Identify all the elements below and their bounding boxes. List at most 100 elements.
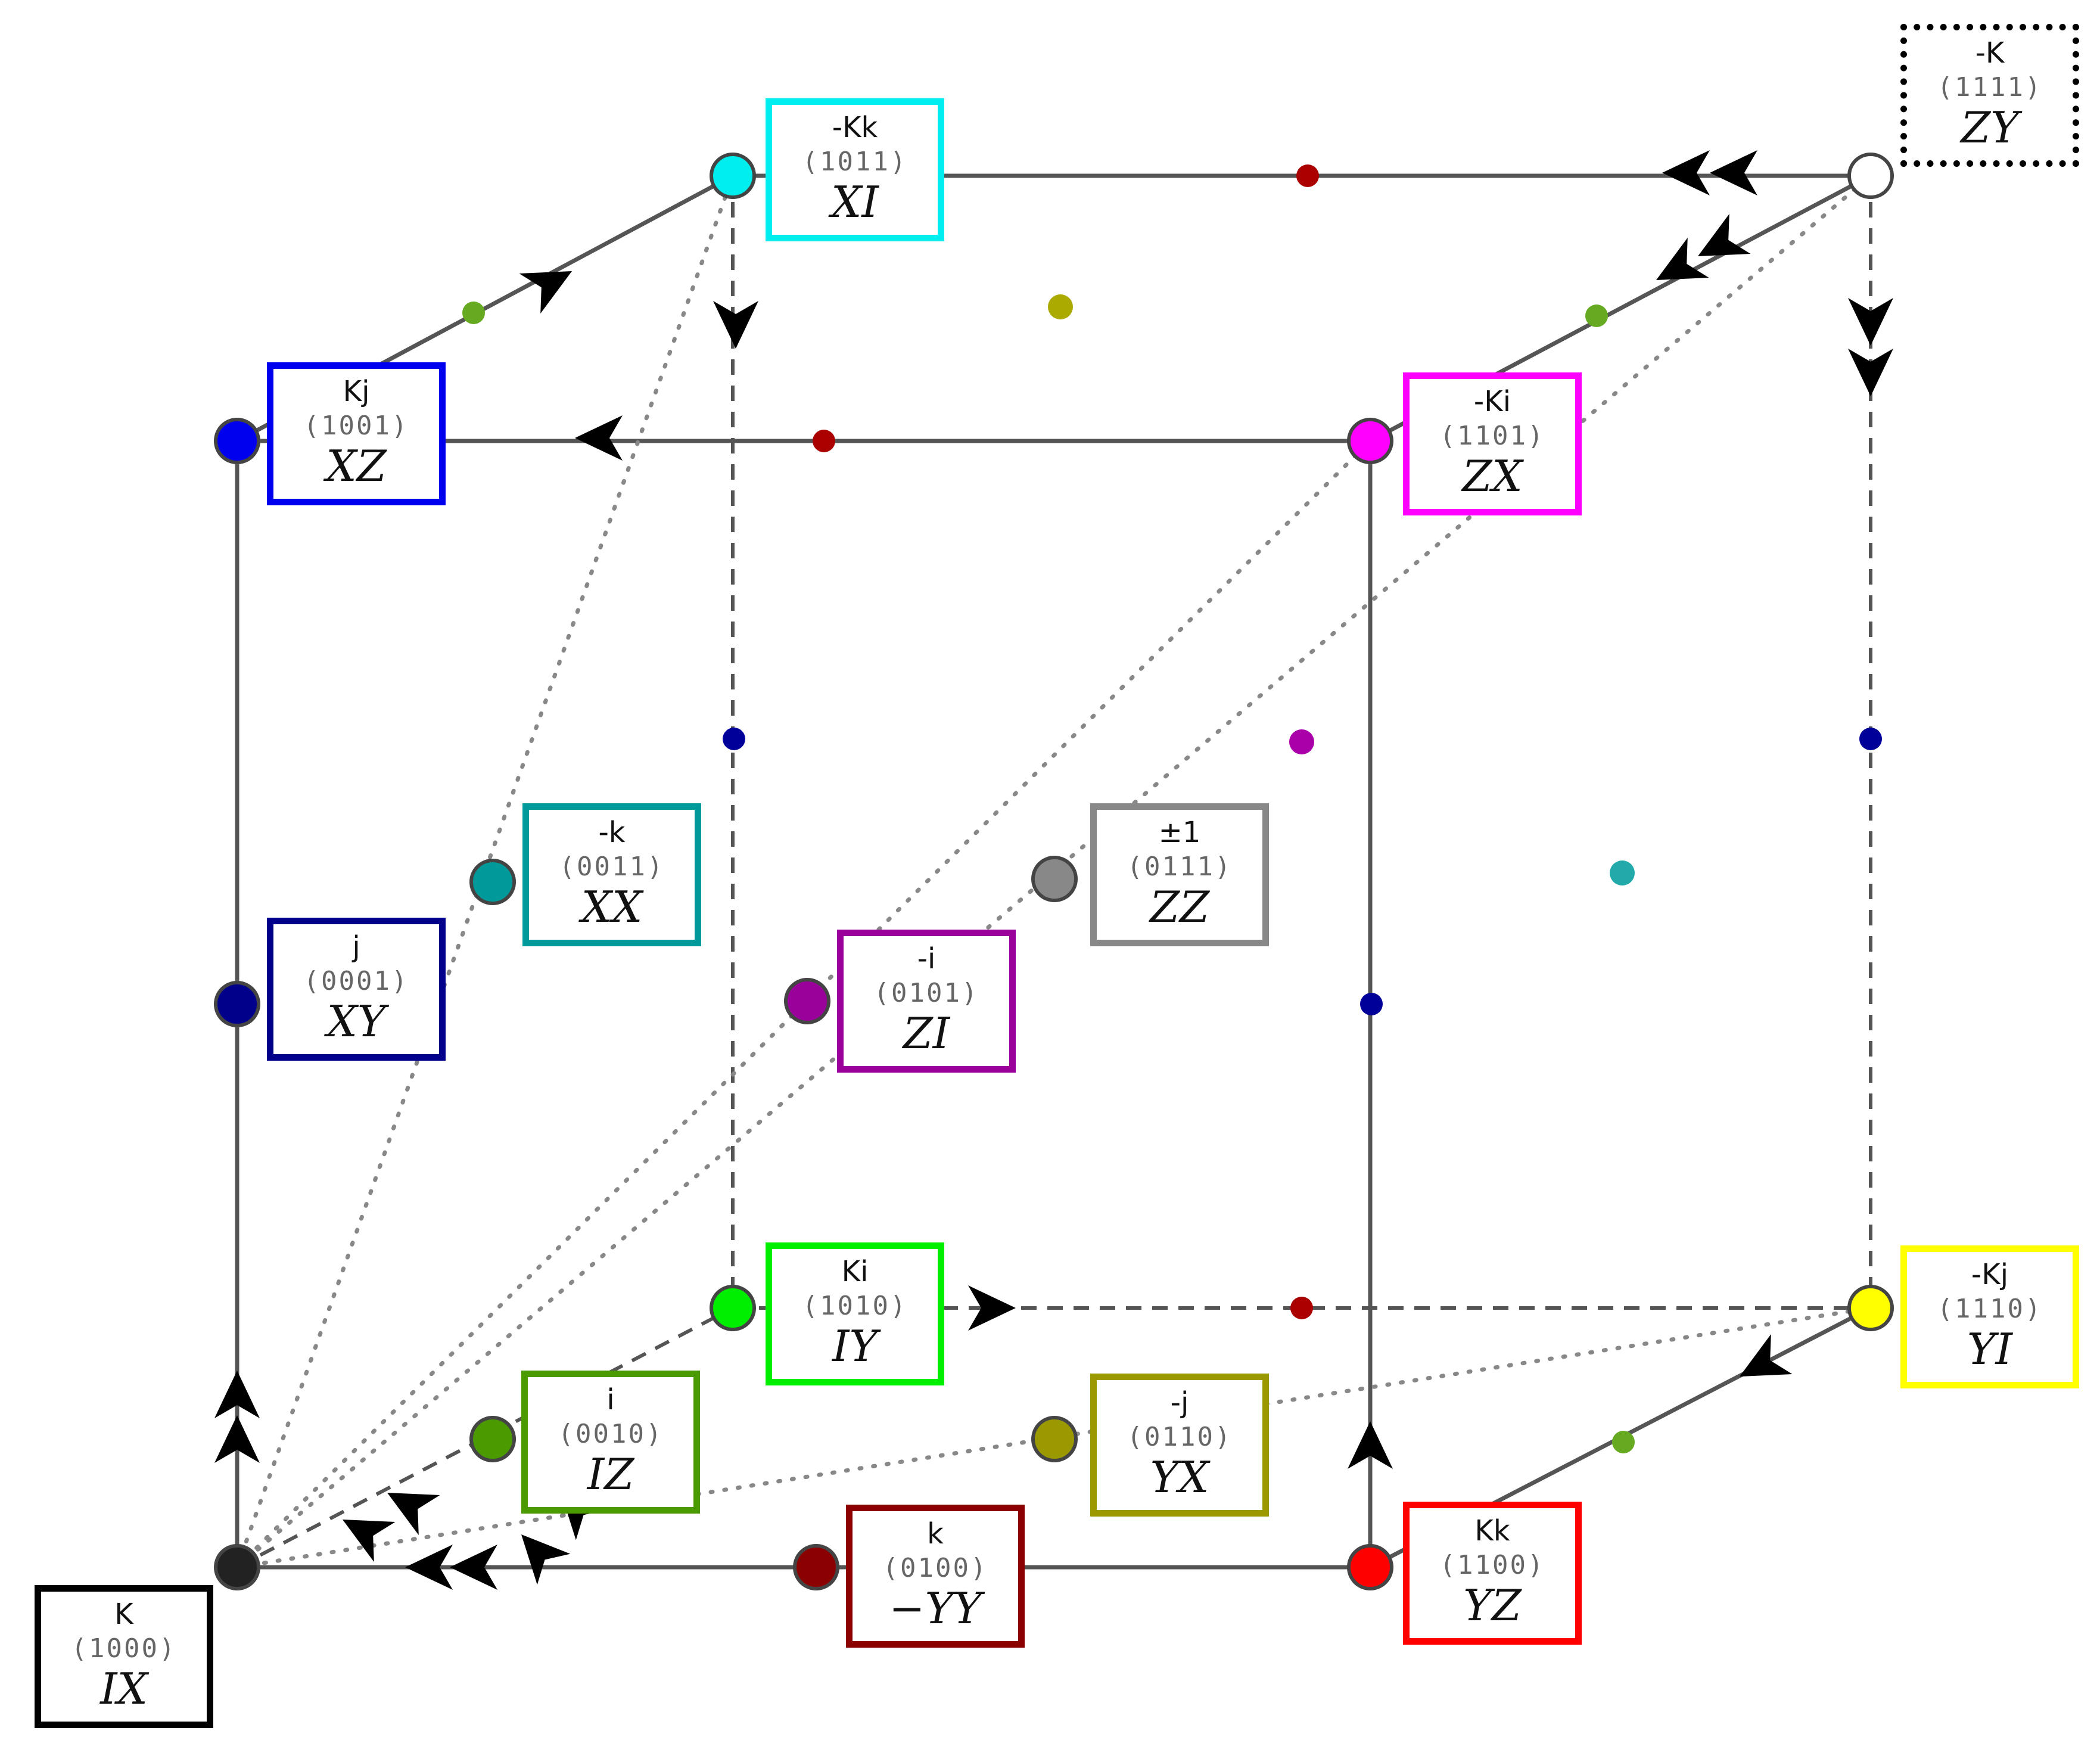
arrow-head bbox=[519, 271, 572, 314]
node-Ki-circle bbox=[710, 1285, 756, 1331]
edge-K-Ki bbox=[236, 1306, 734, 1569]
midpoint-dot bbox=[1048, 294, 1073, 319]
node-Kk-label: Kk(1100)YZ bbox=[1403, 1502, 1582, 1645]
node-i-circle bbox=[469, 1416, 516, 1462]
node-K-circle bbox=[214, 1544, 260, 1590]
node-negKi-circle bbox=[1347, 418, 1393, 464]
midpoint-dot bbox=[813, 430, 835, 452]
binary-label: (1110) bbox=[1937, 1294, 2043, 1324]
node-j-circle bbox=[214, 981, 260, 1027]
arrow-head bbox=[1348, 1421, 1393, 1469]
node-pm1-label: ±1(0111)ZZ bbox=[1090, 803, 1269, 946]
midpoint-dot bbox=[1612, 1431, 1635, 1453]
binary-label: (0010) bbox=[558, 1419, 664, 1449]
arrow-head bbox=[1848, 298, 1893, 346]
binary-label: (0011) bbox=[559, 852, 665, 882]
node-i-label: i(0010)IZ bbox=[521, 1371, 700, 1514]
quaternion-label: Kj bbox=[343, 375, 370, 408]
pauli-label: XX bbox=[581, 882, 643, 932]
node-K-label: K(1000)IX bbox=[35, 1585, 213, 1728]
midpoint-dot bbox=[1585, 305, 1608, 327]
binary-label: (1111) bbox=[1937, 72, 2043, 102]
binary-label: (1010) bbox=[802, 1291, 908, 1321]
arrow-head bbox=[521, 1534, 571, 1585]
pauli-label: XI bbox=[831, 177, 879, 227]
binary-label: (1100) bbox=[1439, 1550, 1545, 1580]
node-negKj-label: -Kj(1110)YI bbox=[1900, 1245, 2079, 1388]
arrow-head bbox=[214, 1415, 260, 1463]
pauli-label: XZ bbox=[326, 441, 387, 491]
pauli-label: ZX bbox=[1462, 451, 1523, 501]
node-negK-circle bbox=[1847, 153, 1894, 199]
node-Kj-circle bbox=[214, 418, 260, 464]
binary-label: (0100) bbox=[882, 1553, 988, 1583]
quaternion-label: -Ki bbox=[1473, 385, 1511, 418]
node-negi-circle bbox=[784, 978, 830, 1024]
binary-label: (0101) bbox=[873, 978, 979, 1008]
node-negk-circle bbox=[469, 859, 516, 905]
pauli-label: ZZ bbox=[1149, 882, 1210, 932]
midpoint-dot bbox=[1360, 993, 1383, 1015]
quaternion-label: Kk bbox=[1474, 1514, 1510, 1548]
binary-label: (1011) bbox=[802, 147, 908, 177]
quaternion-label: Ki bbox=[841, 1255, 869, 1288]
node-Kk-circle bbox=[1347, 1544, 1393, 1590]
diag-K-negK bbox=[235, 173, 1873, 1570]
midpoint-dot bbox=[723, 728, 745, 750]
node-negKj-circle bbox=[1847, 1285, 1894, 1331]
binary-label: (0110) bbox=[1127, 1422, 1233, 1452]
pauli-label: IX bbox=[100, 1664, 148, 1714]
node-pm1-circle bbox=[1031, 856, 1078, 902]
arrow-head bbox=[713, 301, 758, 349]
node-k-label: k(0100)−YY bbox=[846, 1505, 1025, 1648]
pauli-label: −YY bbox=[889, 1583, 982, 1633]
quaternion-label: k bbox=[927, 1517, 944, 1551]
midpoint-dot bbox=[1296, 164, 1319, 187]
node-negKk-circle bbox=[710, 153, 756, 199]
node-circles bbox=[214, 153, 1894, 1590]
node-negKi-label: -Ki(1101)ZX bbox=[1403, 372, 1582, 515]
binary-label: (1000) bbox=[71, 1633, 177, 1664]
midpoint-dot bbox=[1859, 728, 1882, 750]
midpoint-dots bbox=[462, 164, 1882, 1453]
node-k-circle bbox=[793, 1544, 839, 1590]
midpoint-dot bbox=[1290, 1297, 1313, 1319]
arrow-head bbox=[387, 1493, 440, 1536]
quaternion-label: -k bbox=[598, 816, 626, 849]
node-negKk-label: -Kk(1011)XI bbox=[766, 98, 944, 241]
diag-K-negKi bbox=[235, 439, 1373, 1570]
pauli-label: YI bbox=[1967, 1324, 2012, 1374]
quaternion-label: j bbox=[352, 930, 360, 964]
binary-label: (1001) bbox=[303, 411, 409, 441]
node-negk-label: -k(0011)XX bbox=[522, 803, 701, 946]
binary-label: (0111) bbox=[1127, 852, 1233, 882]
diag-K-negKj bbox=[235, 1306, 1873, 1570]
arrow-head bbox=[214, 1371, 260, 1418]
binary-label: (1101) bbox=[1439, 421, 1545, 451]
pauli-label: IY bbox=[832, 1321, 878, 1371]
quaternion-label: -i bbox=[917, 942, 936, 975]
pauli-label: YZ bbox=[1463, 1580, 1522, 1630]
arrow-head bbox=[343, 1520, 396, 1562]
quaternion-label: -K bbox=[1975, 36, 2005, 70]
quaternion-label: i bbox=[606, 1383, 615, 1416]
node-negj-label: -j(0110)YX bbox=[1090, 1374, 1269, 1517]
node-Ki-label: Ki(1010)IY bbox=[766, 1242, 944, 1385]
binary-label: (0001) bbox=[303, 966, 409, 996]
node-negK-label: -K(1111)ZY bbox=[1900, 24, 2079, 167]
quaternion-label: -Kj bbox=[1971, 1258, 2009, 1291]
node-negj-circle bbox=[1031, 1416, 1078, 1462]
quaternion-label: -Kk bbox=[832, 111, 878, 144]
arrow-head bbox=[450, 1545, 497, 1590]
arrow-head bbox=[1710, 150, 1757, 195]
arrow-head bbox=[968, 1285, 1016, 1331]
node-Kj-label: Kj(1001)XZ bbox=[267, 362, 446, 505]
node-j-label: j(0001)XY bbox=[267, 918, 446, 1061]
arrow-head bbox=[1848, 349, 1893, 396]
arrow-head bbox=[1740, 1334, 1793, 1377]
arrow-head bbox=[1698, 213, 1751, 256]
pauli-label: YX bbox=[1150, 1452, 1209, 1502]
arrow-head bbox=[405, 1545, 453, 1590]
quaternion-label: ±1 bbox=[1158, 816, 1201, 849]
pauli-label: ZY bbox=[1961, 102, 2019, 153]
